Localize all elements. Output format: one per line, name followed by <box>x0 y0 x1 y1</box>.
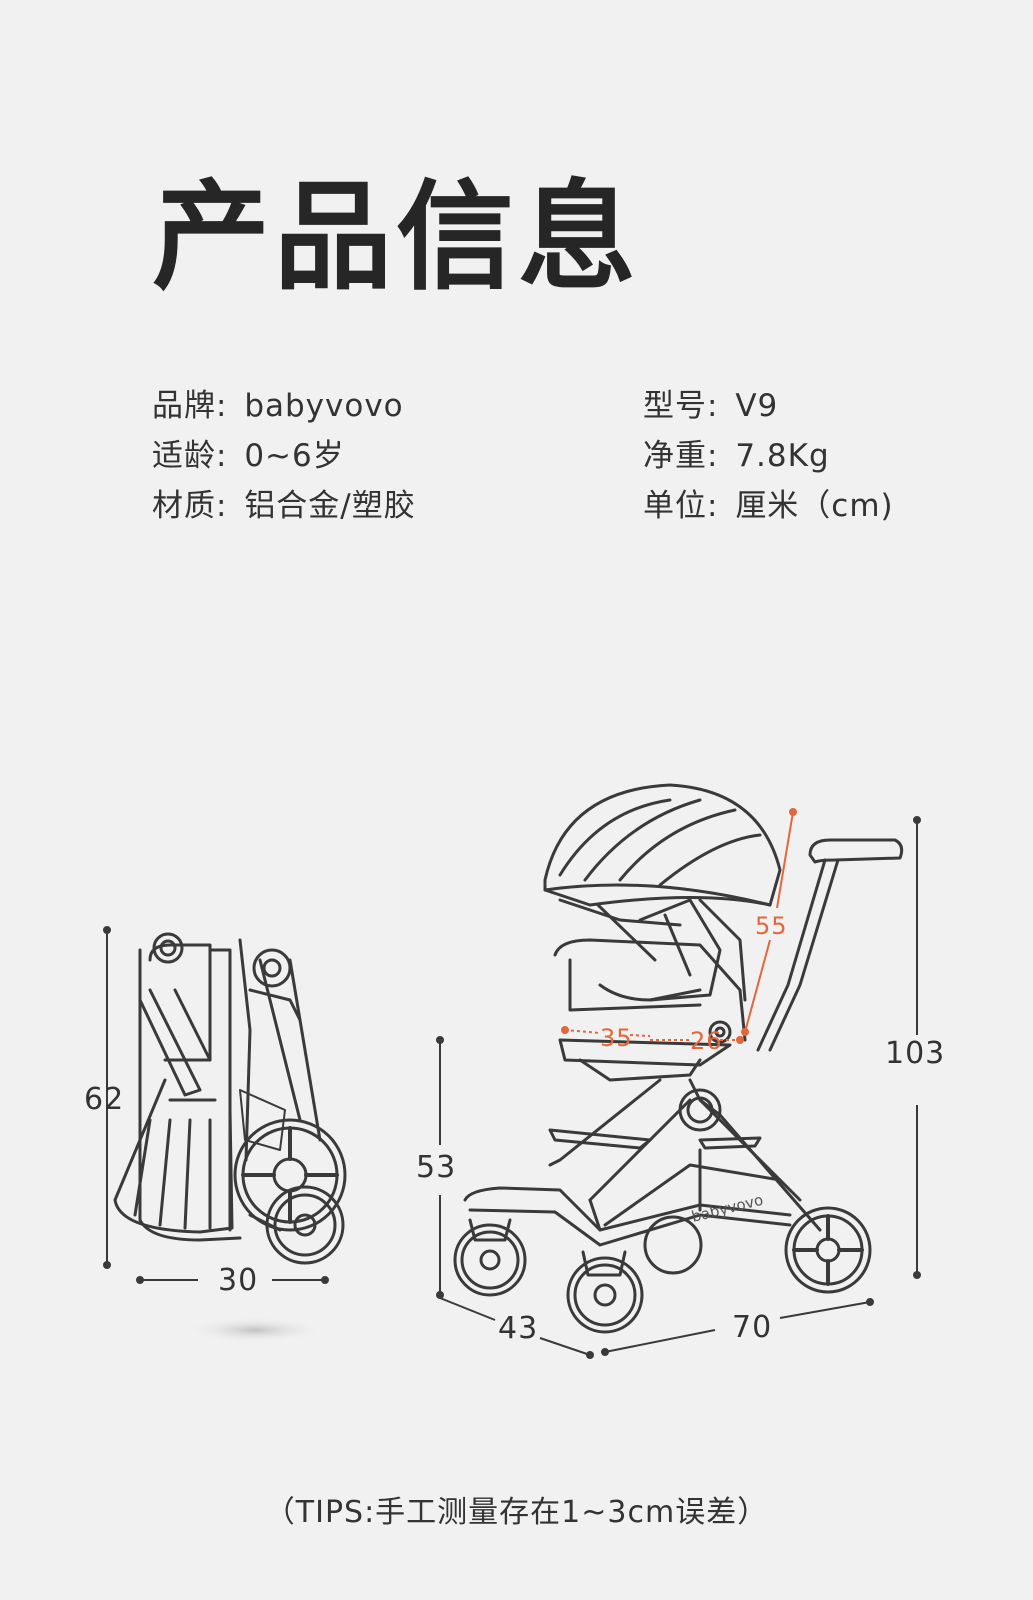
folded-width-label: 30 <box>218 1263 259 1298</box>
unit-value: 厘米（cm) <box>735 488 894 524</box>
seat-dimension-lines <box>561 808 797 1044</box>
tips-note: （TIPS:手工测量存在1~3cm误差） <box>264 1495 769 1530</box>
info-weight: 净重: 7.8Kg <box>643 430 830 475</box>
model-value: V9 <box>735 388 779 424</box>
open-stroller-illustration <box>453 783 904 1334</box>
folded-height-label: 62 <box>84 1082 125 1117</box>
seat-height-label: 53 <box>416 1150 457 1185</box>
depth-label: 43 <box>498 1311 539 1346</box>
seat-width-label: 35 <box>600 1024 633 1052</box>
info-model: 型号: V9 <box>643 380 778 425</box>
brand-label: 品牌: <box>152 388 228 424</box>
seat-depth-label: 26 <box>690 1027 723 1055</box>
material-label: 材质: <box>152 488 228 524</box>
weight-value: 7.8Kg <box>735 438 830 474</box>
material-value: 铝合金/塑胶 <box>244 488 416 524</box>
model-label: 型号: <box>643 388 719 424</box>
weight-label: 净重: <box>643 438 719 474</box>
unit-label: 单位: <box>643 488 719 524</box>
back-height-label: 55 <box>755 912 788 940</box>
info-material: 材质: 铝合金/塑胶 <box>152 480 416 525</box>
page-title: 产品信息 <box>152 168 641 306</box>
brand-value: babyvovo <box>244 388 404 424</box>
folded-dimension-lines <box>103 926 329 1284</box>
info-brand: 品牌: babyvovo <box>152 380 404 425</box>
length-label: 70 <box>732 1310 773 1345</box>
folded-stroller-illustration <box>113 932 347 1343</box>
info-unit: 单位: 厘米（cm) <box>643 480 894 525</box>
info-age: 适龄: 0~6岁 <box>152 430 345 475</box>
total-height-label: 103 <box>885 1036 946 1071</box>
stroller-dimension-lines <box>436 816 921 1359</box>
age-label: 适龄: <box>152 438 228 474</box>
age-value: 0~6岁 <box>244 438 345 474</box>
